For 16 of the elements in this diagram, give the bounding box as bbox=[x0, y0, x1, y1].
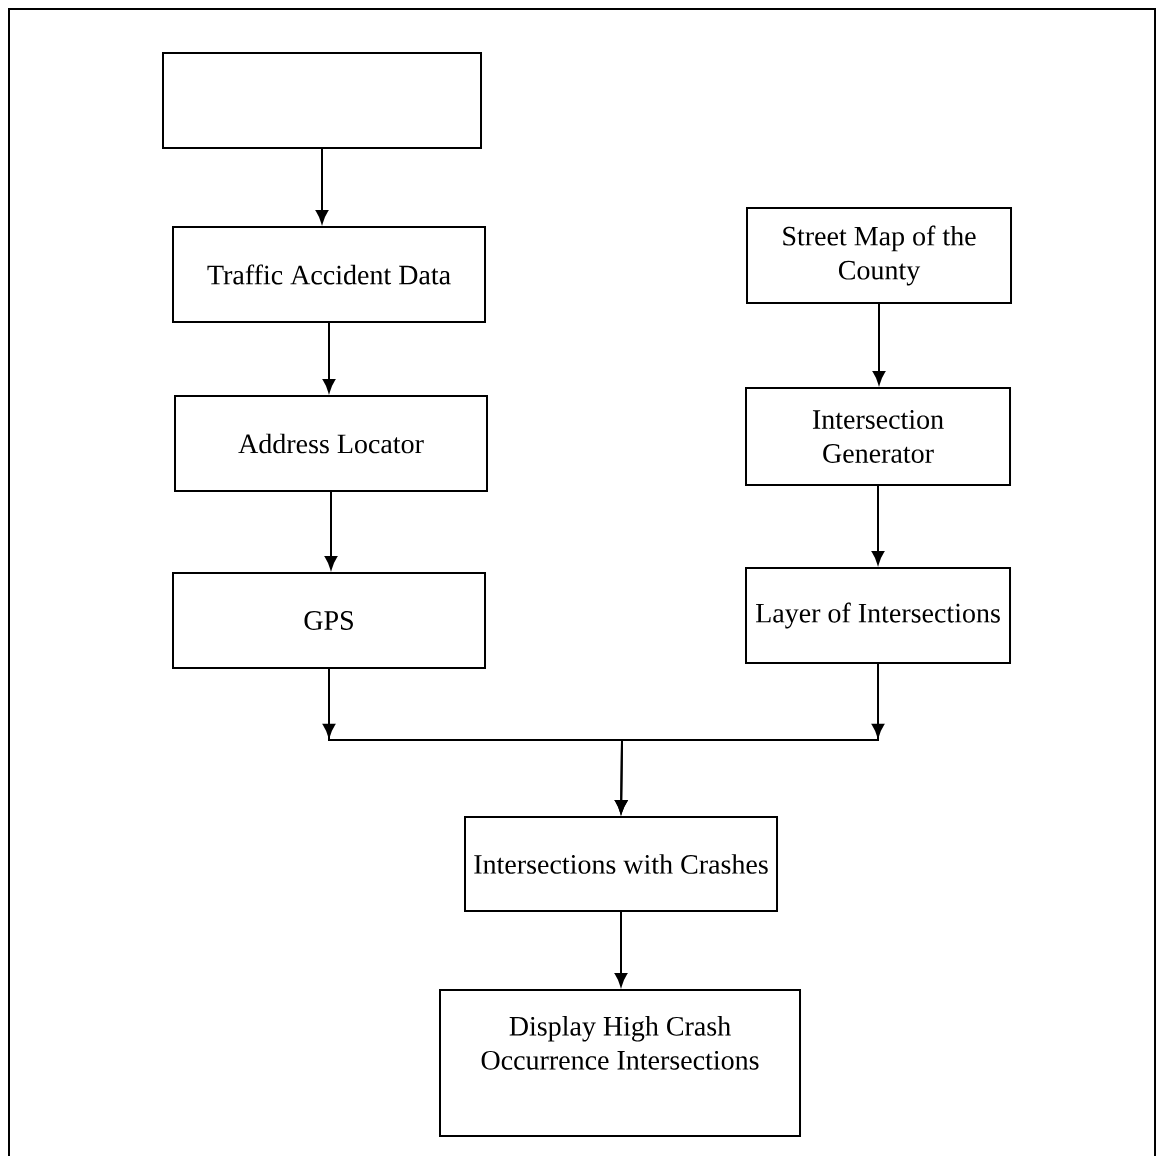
arrow bbox=[322, 322, 336, 393]
process-box: Display High Crash Occurrence Intersections bbox=[439, 989, 801, 1137]
process-box: Traffic Accident Data bbox=[172, 226, 486, 323]
arrow bbox=[872, 303, 886, 385]
arrow bbox=[615, 663, 885, 814]
arrow bbox=[315, 148, 329, 224]
process-box: Intersection Generator bbox=[745, 387, 1011, 486]
process-box: GPS bbox=[172, 572, 486, 669]
process-box: Intersections with Crashes bbox=[464, 816, 778, 912]
arrow bbox=[614, 911, 628, 987]
arrow bbox=[324, 491, 338, 570]
process-box: Address Locator bbox=[174, 395, 488, 492]
arrow bbox=[871, 485, 885, 565]
process-box: Layer of Intersections bbox=[745, 567, 1011, 664]
process-box bbox=[162, 52, 482, 149]
process-box: Street Map of the County bbox=[746, 207, 1012, 304]
